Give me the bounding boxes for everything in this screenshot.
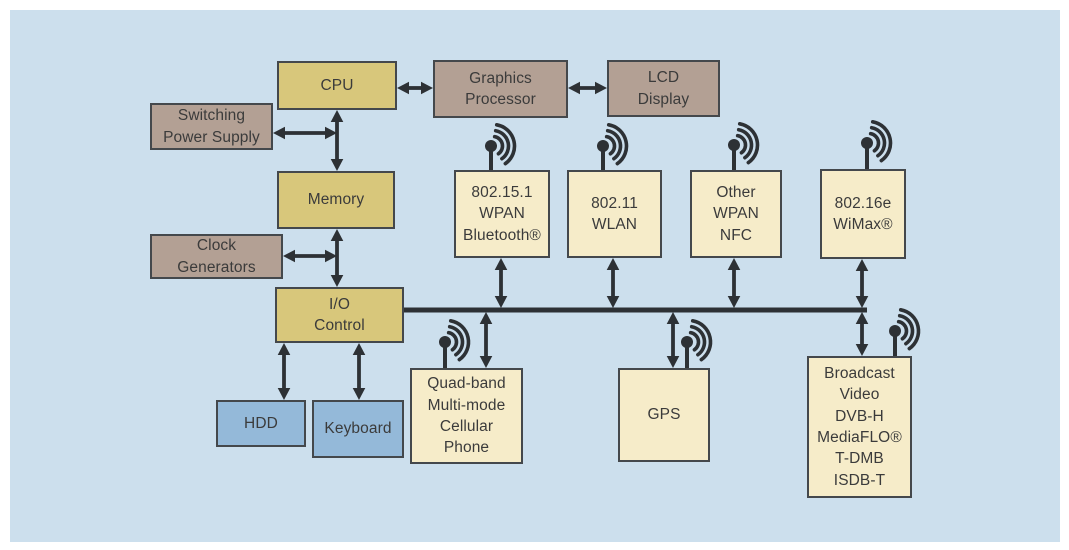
arrowhead-up [330,110,344,122]
broadcast-antenna-icon [889,308,921,358]
antenna-wave-arc [896,319,909,341]
arrowhead-down [479,356,493,368]
antenna-wave-arc [690,319,713,362]
connector-memory-io [330,229,344,287]
connector-bus-gps [666,312,680,368]
nfc-antenna-icon [728,122,760,172]
arrowhead-right [595,81,607,95]
connector-nfc-bus [727,258,741,308]
antenna-wave-arc [737,122,760,165]
arrowhead-up [277,343,291,355]
antenna-wave-arc [493,128,511,161]
gps-antenna-icon [681,319,713,370]
bluetooth-antenna-icon [485,123,517,172]
connector-cpu-memory [330,110,344,171]
antenna-dot [889,325,901,337]
arrowhead-up [494,258,508,270]
arrowhead-right [325,249,337,263]
wlan-antenna-icon [597,123,629,172]
antenna-wave-arc [492,134,505,156]
arrowhead-up [727,258,741,270]
antenna-wave-arc [605,128,623,161]
connector-clock-spine [283,249,337,263]
arrowhead-down [494,296,508,308]
antenna-wave-arc [898,308,921,351]
arrowhead-up [666,312,680,324]
connector-wimax-bus [855,259,869,308]
cellular-antenna-icon [439,319,471,370]
connector-bluetooth-bus [494,258,508,308]
arrowhead-right [325,126,337,140]
antenna-wave-arc [688,330,701,352]
antenna-wave-arc [869,125,887,158]
arrowhead-down [330,159,344,171]
arrowhead-right [421,81,433,95]
antenna-wave-arc [446,330,459,352]
arrowhead-down [606,296,620,308]
antenna-wave-arc [606,123,629,166]
antenna-wave-arc [448,319,471,362]
arrowhead-left [273,126,285,140]
antenna-dot [681,336,693,348]
arrowhead-down [330,275,344,287]
arrowhead-down [855,344,869,356]
arrowhead-down [727,296,741,308]
arrowhead-up [855,312,869,324]
arrowhead-up [352,343,366,355]
connector-bus-cellular [479,312,493,368]
arrowhead-up [855,259,869,271]
antenna-dot [439,336,451,348]
antenna-wave-arc [736,127,754,160]
antenna-dot [597,140,609,152]
arrowhead-up [330,229,344,241]
arrowhead-down [277,388,291,400]
antenna-wave-arc [868,131,881,153]
connector-io-keyboard [352,343,366,400]
wimax-antenna-icon [861,120,893,171]
connector-cpu-graphics [397,81,433,95]
antenna-wave-arc [897,313,915,346]
arrowhead-left [568,81,580,95]
antenna-wave-arc [494,123,517,166]
arrowhead-left [283,249,295,263]
antenna-dot [728,139,740,151]
antenna-wave-arc [447,324,465,357]
connector-graphics-lcd [568,81,607,95]
arrowhead-down [666,356,680,368]
antenna-wave-arc [689,324,707,357]
arrowhead-up [479,312,493,324]
antenna-dot [861,137,873,149]
arrowhead-down [855,296,869,308]
connector-bus-broadcast [855,312,869,356]
antenna-wave-arc [604,134,617,156]
connector-wlan-bus [606,258,620,308]
arrowhead-down [352,388,366,400]
arrowhead-up [606,258,620,270]
antenna-wave-arc [735,133,748,155]
antenna-dot [485,140,497,152]
connector-io-hdd [277,343,291,400]
arrowhead-left [397,81,409,95]
antenna-wave-arc [870,120,893,163]
connector-power-supply-spine [273,126,337,140]
